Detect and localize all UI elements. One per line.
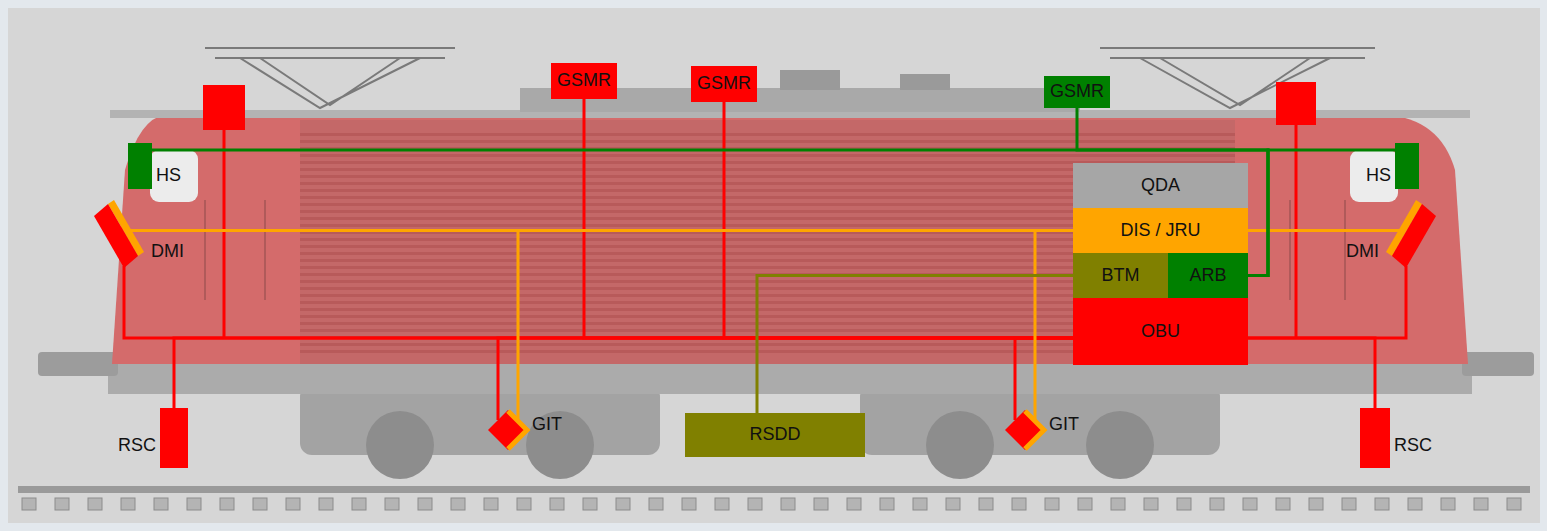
node-label: GSMR xyxy=(697,74,751,94)
node-label: GSMR xyxy=(1050,82,1104,102)
node-label: RSC xyxy=(118,436,156,456)
dmi-display: DMI xyxy=(92,200,147,270)
node-label: DMI xyxy=(1346,242,1379,262)
hs-unit: HS xyxy=(128,143,152,189)
node-label: RSDD xyxy=(749,425,800,445)
node-label: QDA xyxy=(1141,176,1180,196)
bus-wire xyxy=(174,338,1073,408)
bus-wire xyxy=(724,102,1073,338)
bus-wire xyxy=(757,276,1073,414)
bus-wire xyxy=(498,338,1073,420)
node-label: GIT xyxy=(532,415,562,435)
gsmr-antenna: GSMR xyxy=(691,66,757,102)
rsc-unit: RSC xyxy=(160,408,188,468)
bus-wire xyxy=(584,99,1073,338)
node-label: GIT xyxy=(1049,415,1079,435)
node-label: HS xyxy=(156,166,181,186)
node-label: HS xyxy=(1366,166,1391,186)
qda-module: QDA xyxy=(1073,163,1248,208)
node-label: BTM xyxy=(1102,266,1140,286)
obu-unit: OBU xyxy=(1073,298,1248,365)
diamond-shape xyxy=(1005,410,1045,450)
dmi-display: DMI xyxy=(1383,200,1438,270)
rsc-unit: RSC xyxy=(1360,408,1390,468)
dis-jru-module: DIS / JRU xyxy=(1073,208,1248,253)
bus-wire xyxy=(1248,266,1406,338)
bus-wire xyxy=(1248,150,1395,276)
git-sensor: GIT xyxy=(1005,410,1045,450)
node-label: ARB xyxy=(1189,266,1226,286)
gsmr-antenna: GSMR xyxy=(551,63,617,99)
bus-wire xyxy=(518,231,1073,421)
node-label: DIS / JRU xyxy=(1120,221,1200,241)
bus-wire xyxy=(1248,229,1400,232)
gsmr-antenna: GSMR xyxy=(1044,76,1110,108)
dmi-shape xyxy=(1383,200,1438,270)
diamond-shape xyxy=(488,410,528,450)
node-label: RSC xyxy=(1394,436,1432,456)
bus-wire xyxy=(1015,338,1073,420)
node-label: DMI xyxy=(151,242,184,262)
arb-module: ARB xyxy=(1168,253,1248,298)
bus-wire xyxy=(1248,338,1375,408)
git-sensor: GIT xyxy=(488,410,528,450)
dmi-shape xyxy=(92,200,147,270)
bus-wire xyxy=(1035,231,1073,421)
node-label: OBU xyxy=(1141,322,1180,342)
hs-unit: HS xyxy=(1395,143,1419,189)
node-label: GSMR xyxy=(557,71,611,91)
btm-module: BTM xyxy=(1073,253,1168,298)
rsdd-antenna: RSDD xyxy=(685,413,865,457)
